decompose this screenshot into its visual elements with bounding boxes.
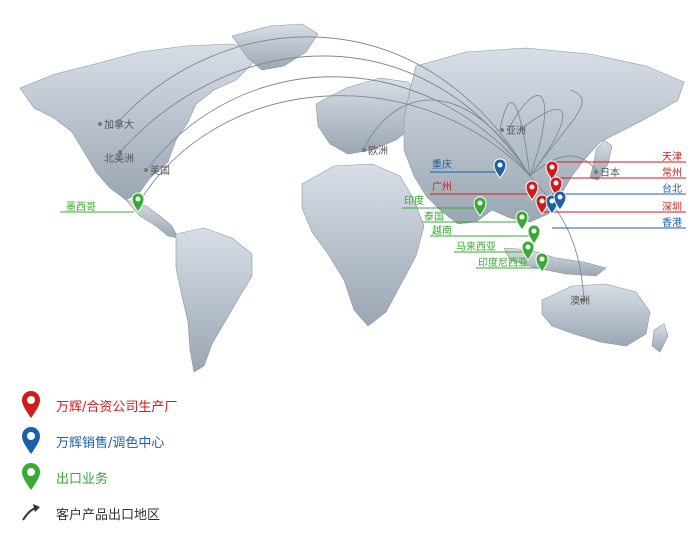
legend-regions-label: 客户产品出口地区 xyxy=(56,507,161,523)
arc-to-asia-1 xyxy=(499,102,531,177)
legend-sales-label: 万辉销售/调色中心 xyxy=(56,435,165,451)
arrow-icon xyxy=(22,504,40,521)
label-canada: 加拿大 xyxy=(104,118,134,131)
legend-row-sales: 万辉销售/调色中心 xyxy=(18,426,164,456)
pin-mexico-export[interactable] xyxy=(131,192,145,213)
pin-vietnam-export[interactable] xyxy=(527,224,541,245)
legend-factory-label: 万辉/合资公司生产厂 xyxy=(56,399,178,415)
pin-indonesia-export[interactable] xyxy=(535,252,549,273)
label-asia: 亚洲 xyxy=(506,125,526,137)
blue-pin-icon xyxy=(22,427,40,454)
arc-to-north-america xyxy=(119,55,531,177)
arc-from-northeast xyxy=(529,89,583,177)
label-australia: 澳洲 xyxy=(570,294,590,307)
africa-landmass xyxy=(301,163,425,327)
arc-to-japan xyxy=(529,155,599,177)
arc-to-usa xyxy=(147,76,531,177)
red-pin-icon xyxy=(22,391,40,418)
pin-thailand-export[interactable] xyxy=(515,210,529,231)
arc-to-asia-2 xyxy=(507,95,546,177)
japan-landmass xyxy=(589,139,613,181)
legend-row-factory: 万辉/合资公司生产厂 xyxy=(18,390,177,420)
legend-export-label: 出口业务 xyxy=(56,471,109,487)
pin-chongqing-sales[interactable] xyxy=(493,158,507,179)
export-arcs xyxy=(117,36,599,301)
legend-row-export: 出口业务 xyxy=(18,462,108,492)
location-labels: 重庆 广州 印度 泰国 越南 马来西亚 印度尼西亚 天津 常州 台北 深圳 香港… xyxy=(66,151,682,269)
label-europe: 欧洲 xyxy=(368,145,388,157)
arc-to-australia xyxy=(529,175,585,301)
pin-india-export[interactable] xyxy=(473,196,487,217)
label-shenzhen: 深圳 xyxy=(662,201,682,213)
label-malaysia: 马来西亚 xyxy=(456,241,496,253)
pin-taipei-sales[interactable] xyxy=(553,190,567,211)
arc-to-canada xyxy=(117,36,531,177)
north-america-landmass xyxy=(19,43,263,201)
label-mexico: 墨西哥 xyxy=(66,201,96,213)
dot-canada xyxy=(98,122,102,126)
region-labels: 加拿大 北美洲 美国 欧洲 亚洲 日本 澳洲 xyxy=(104,118,620,307)
legend-row-regions: 客户产品出口地区 xyxy=(18,498,160,528)
dot-asia xyxy=(500,128,504,132)
pins xyxy=(131,158,567,273)
arc-to-europe xyxy=(363,99,531,177)
dot-japan xyxy=(594,170,598,174)
world-map: 加拿大 北美洲 美国 欧洲 亚洲 日本 澳洲 重庆 广州 xyxy=(19,23,686,373)
label-taipei: 台北 xyxy=(662,182,682,195)
label-thailand: 泰国 xyxy=(424,210,444,223)
label-japan: 日本 xyxy=(600,166,620,179)
label-india: 印度 xyxy=(404,194,424,207)
label-chongqing: 重庆 xyxy=(432,158,452,171)
dot-north-america xyxy=(118,150,122,154)
arc-to-asia-3 xyxy=(519,109,564,177)
label-guangzhou: 广州 xyxy=(432,181,452,193)
label-vietnam: 越南 xyxy=(432,224,452,237)
label-tianjin: 天津 xyxy=(662,151,682,163)
label-indonesia: 印度尼西亚 xyxy=(478,256,528,269)
label-hongkong: 香港 xyxy=(662,217,682,229)
pin-tianjin-factory[interactable] xyxy=(545,160,559,181)
dot-europe xyxy=(362,148,366,152)
south-america-landmass xyxy=(175,227,253,373)
green-pin-icon xyxy=(22,463,40,490)
new-zealand-landmass xyxy=(651,323,669,353)
label-north-america: 北美洲 xyxy=(104,152,134,165)
region-dots xyxy=(98,122,598,302)
dot-australia xyxy=(580,298,584,302)
greenland-landmass xyxy=(231,23,319,71)
dot-usa xyxy=(144,168,148,172)
leader-lines xyxy=(60,161,686,269)
australia-landmass xyxy=(541,283,651,347)
pin-malaysia-export[interactable] xyxy=(521,240,535,261)
arc-to-mexico xyxy=(137,95,531,205)
pin-guangzhou-factory[interactable] xyxy=(525,180,539,201)
continents xyxy=(19,23,685,373)
label-usa: 美国 xyxy=(150,164,170,177)
label-changzhou: 常州 xyxy=(662,166,682,179)
